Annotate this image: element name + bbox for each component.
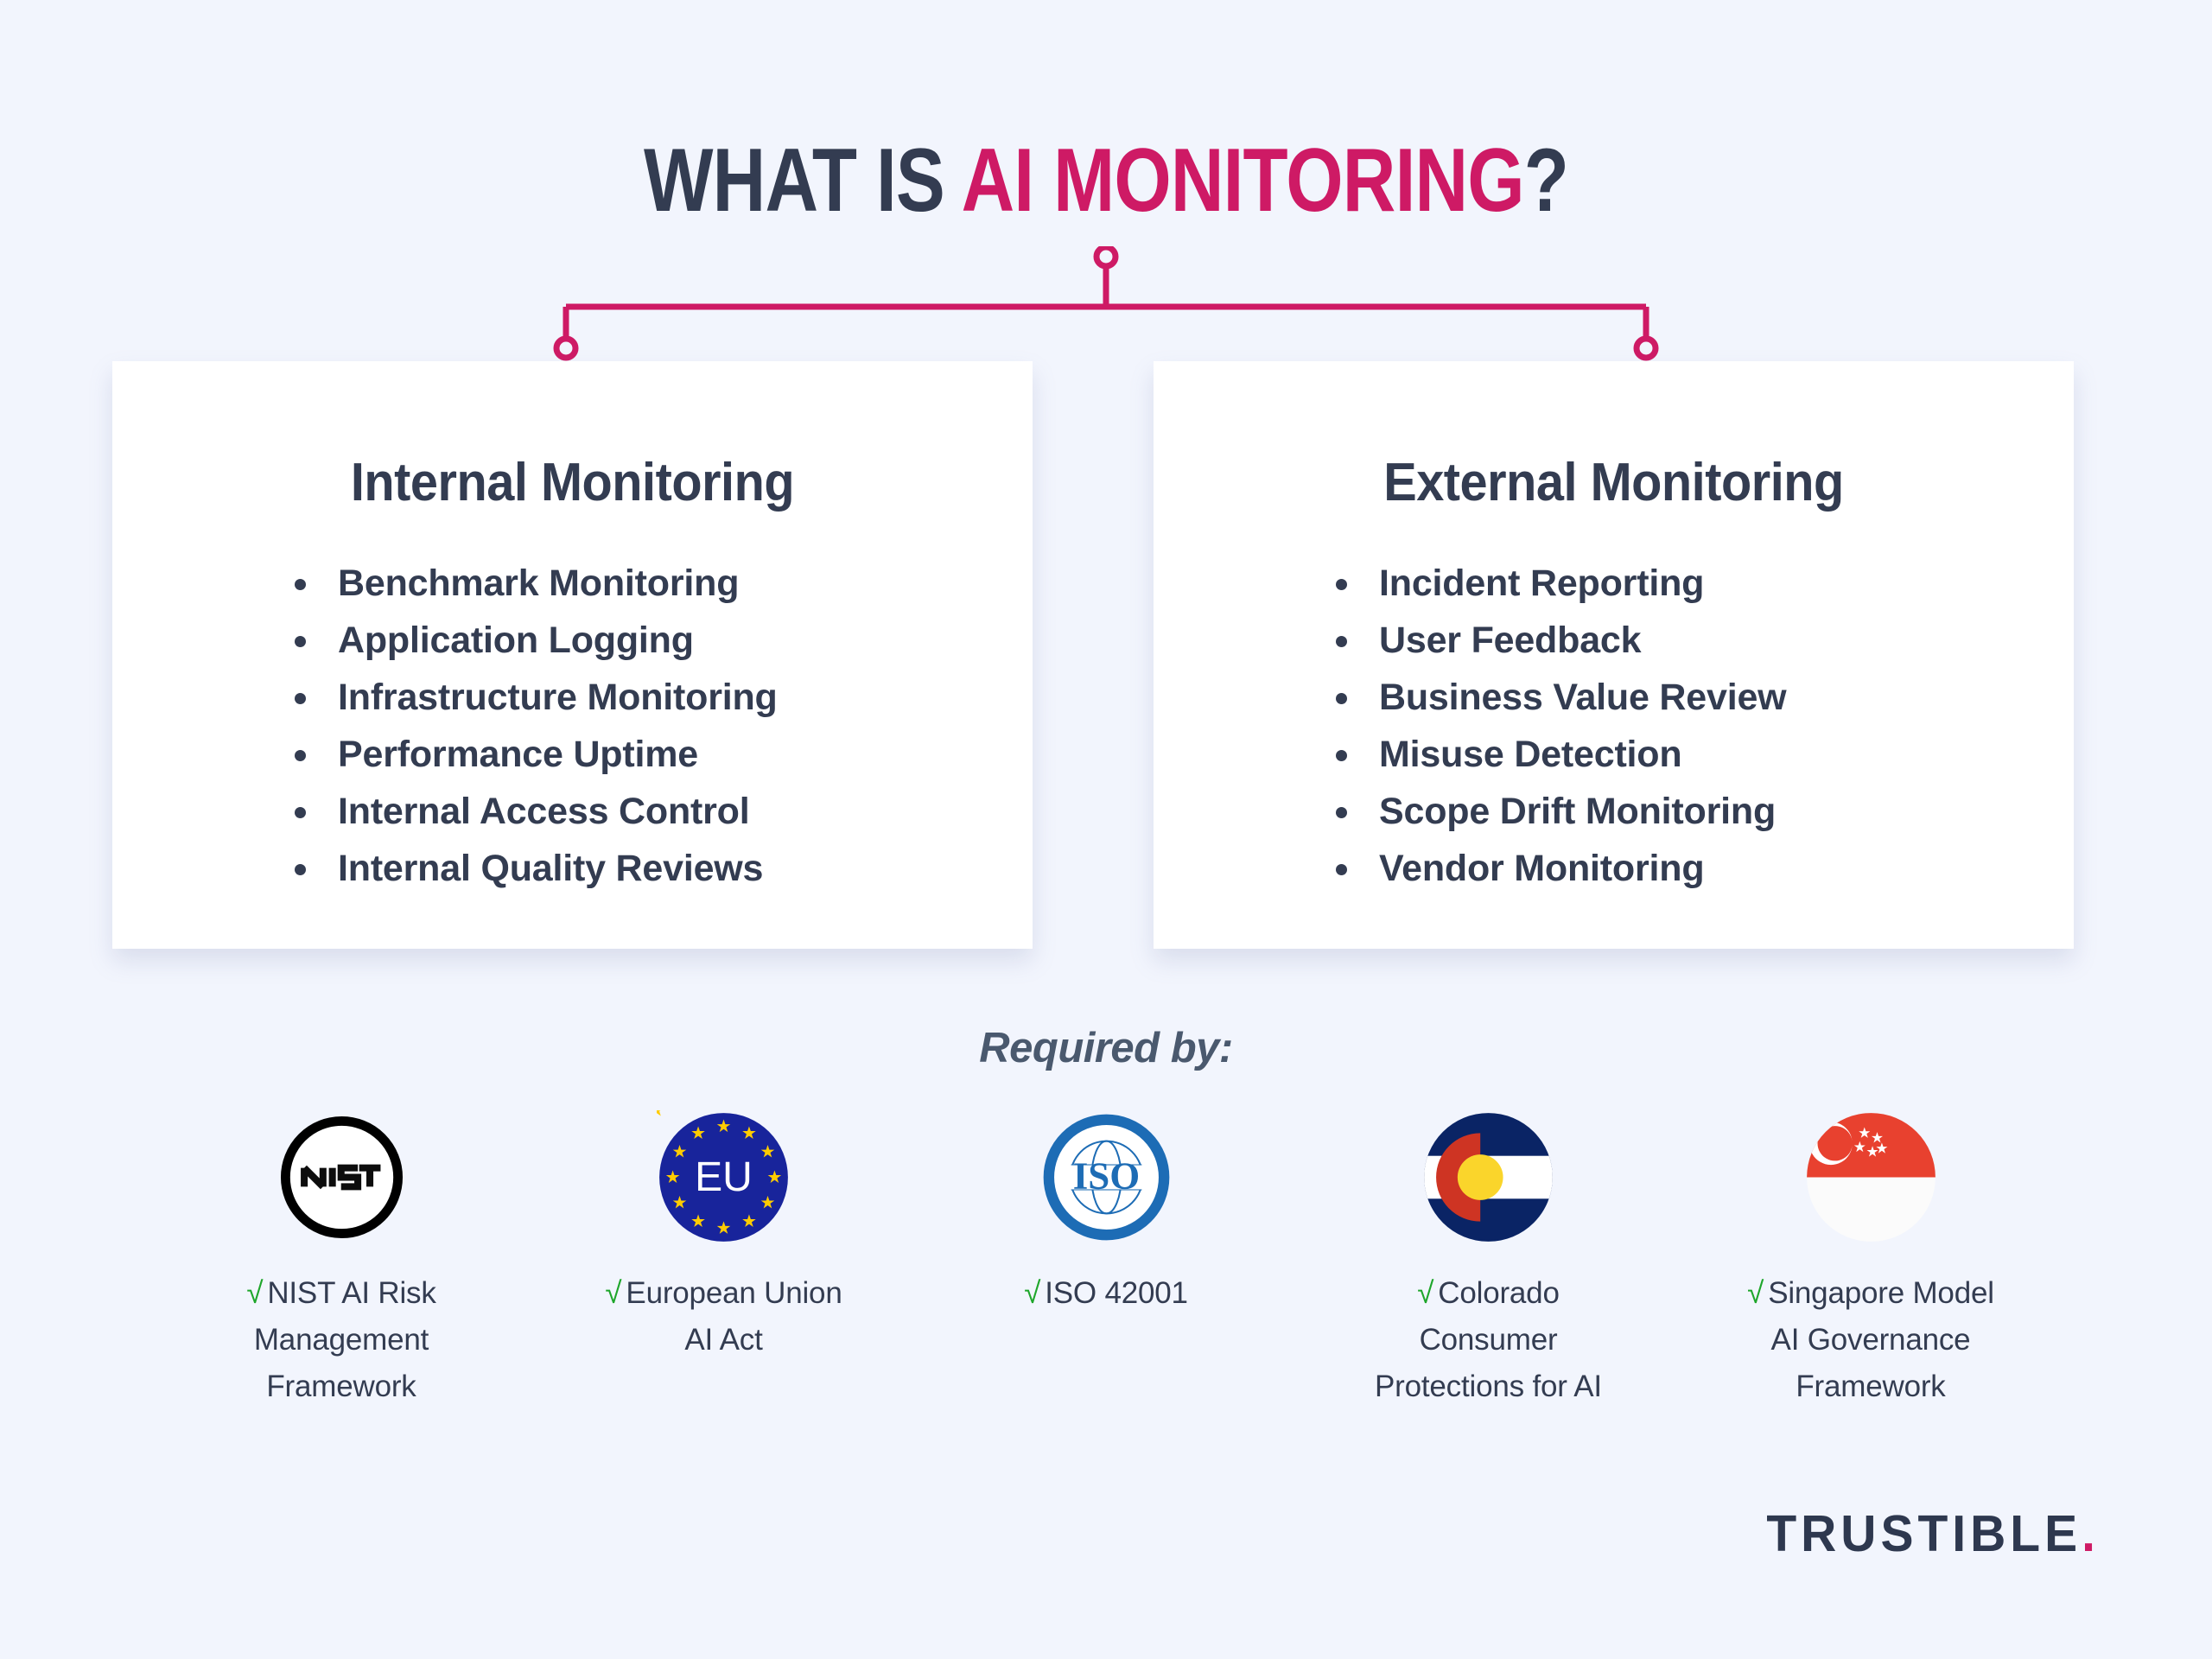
badge-caption: √NIST AI Risk Management Framework [246,1270,436,1410]
list-item: Scope Drift Monitoring [1331,783,2074,840]
caption-line: Protections for AI [1375,1370,1602,1403]
badge-caption: √Singapore Model AI Governance Framework [1747,1270,1994,1410]
check-icon: √ [1417,1276,1434,1310]
list-item: Benchmark Monitoring [289,555,1033,612]
list-item: Incident Reporting [1331,555,2074,612]
iso-logo-icon: ISO [1039,1110,1173,1244]
badge-singapore: √Singapore Model AI Governance Framework [1728,1110,2013,1410]
caption-line: AI Act [684,1323,763,1357]
page-title: WHAT IS AI MONITORING? [199,130,2012,232]
title-suffix: ? [1523,130,1569,231]
card-external-monitoring: External Monitoring Incident Reporting U… [1154,361,2074,949]
card-internal-monitoring: Internal Monitoring Benchmark Monitoring… [112,361,1033,949]
caption-line: Framework [1796,1370,1946,1403]
internal-monitoring-list: Benchmark Monitoring Application Logging… [289,555,1033,897]
logo-wordmark: TRUSTIBLE [1766,1504,2082,1563]
logo-dot: . [2082,1504,2095,1563]
caption-line: Consumer [1419,1323,1558,1357]
check-icon: √ [605,1276,622,1310]
singapore-flag-icon [1804,1110,1938,1244]
connector-node-right [1633,335,1659,361]
list-item: Performance Uptime [289,726,1033,783]
external-monitoring-list: Incident Reporting User Feedback Busines… [1331,555,2074,897]
european-union-flag-icon: EU [650,1103,791,1244]
connector-node-left [553,335,579,361]
colorado-flag-icon [1421,1110,1555,1244]
list-item: Business Value Review [1331,669,2074,726]
connector-node-top [1093,246,1119,270]
list-item: Infrastructure Monitoring [289,669,1033,726]
card-heading: External Monitoring [1383,453,1844,512]
title-prefix: WHAT IS [644,130,962,231]
caption-line: European Union [626,1276,842,1310]
list-item: Application Logging [289,612,1033,669]
card-heading: Internal Monitoring [350,453,795,512]
connector-bracket [553,246,1659,361]
badge-iso: ISO √ISO 42001 [963,1110,1249,1317]
svg-text:ISO: ISO [1072,1154,1139,1198]
caption-line: Framework [266,1370,416,1403]
check-icon: √ [246,1276,264,1310]
list-item: Vendor Monitoring [1331,840,2074,897]
svg-text:EU: EU [695,1154,753,1200]
caption-line: AI Governance [1770,1323,1971,1357]
required-by-label: Required by: [979,1025,1233,1071]
caption-line: NIST AI Risk [267,1276,436,1310]
badge-colorado: √Colorado Consumer Protections for AI [1346,1110,1631,1410]
title-accent: AI MONITORING [961,130,1525,231]
check-icon: √ [1024,1276,1041,1310]
caption-line: Colorado [1438,1276,1560,1310]
badge-caption: √ISO 42001 [1024,1270,1188,1317]
caption-line: Management [253,1323,429,1357]
badge-caption: √European Union AI Act [605,1270,842,1363]
list-item: User Feedback [1331,612,2074,669]
nist-logo-icon [275,1110,409,1244]
compliance-badge-row: √NIST AI Risk Management Framework [199,1103,2013,1410]
caption-line: ISO 42001 [1045,1276,1188,1310]
list-item: Misuse Detection [1331,726,2074,783]
trustible-logo: TRUSTIBLE. [1766,1504,2095,1564]
badge-nist: √NIST AI Risk Management Framework [199,1110,484,1410]
badge-european-union: EU √European Union AI Act [582,1103,867,1363]
list-item: Internal Quality Reviews [289,840,1033,897]
check-icon: √ [1747,1276,1764,1310]
list-item: Internal Access Control [289,783,1033,840]
caption-line: Singapore Model [1768,1276,1994,1310]
badge-caption: √Colorado Consumer Protections for AI [1375,1270,1602,1410]
